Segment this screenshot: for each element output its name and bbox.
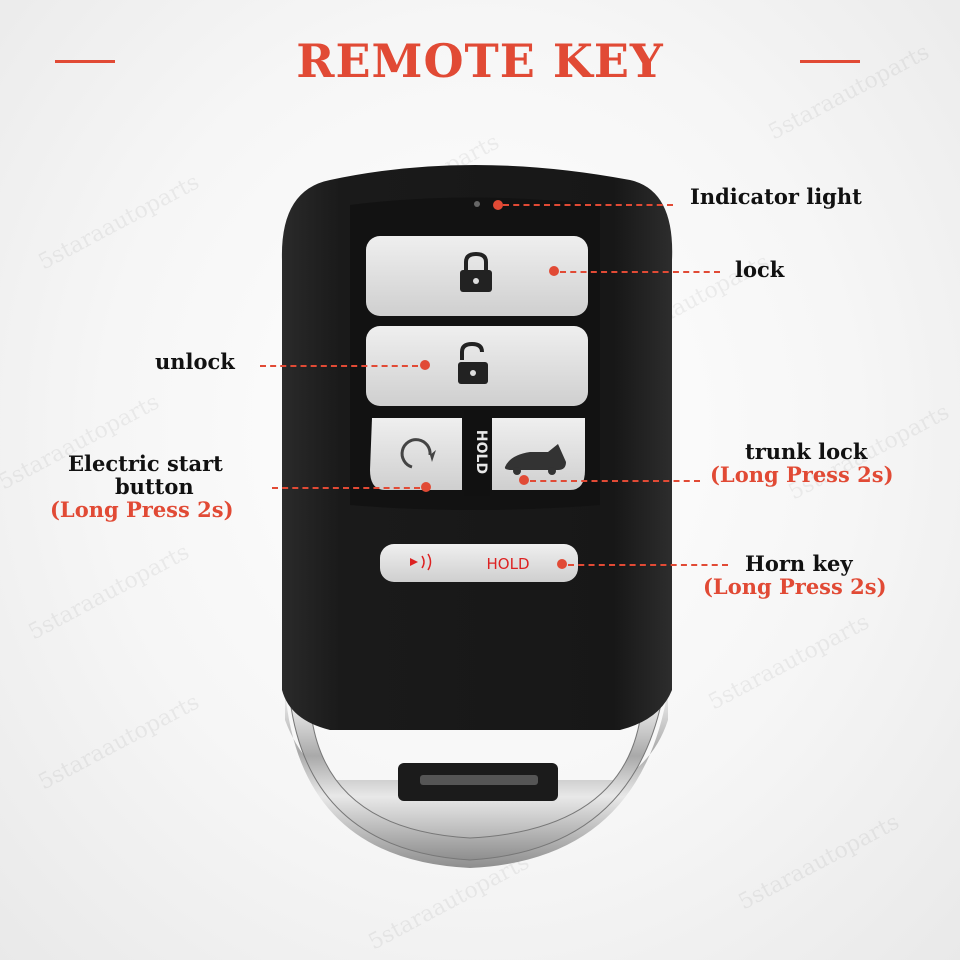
label-lock: lock — [735, 257, 785, 282]
unlock-icon — [458, 341, 488, 384]
lock-line — [560, 271, 720, 273]
unlock-line — [260, 365, 418, 367]
page-title: REMOTE KEY — [296, 34, 664, 88]
label-electric-start: Electric start — [68, 451, 223, 476]
label-horn-key: Horn key — [745, 551, 853, 576]
label-trunk-note: (Long Press 2s) — [710, 462, 894, 487]
title-rule-right — [800, 60, 860, 63]
horn-line — [568, 564, 728, 566]
label-trunk-lock: trunk lock — [745, 439, 868, 464]
indicator-dot — [493, 200, 503, 210]
start-dot — [421, 482, 431, 492]
horn-dot — [557, 559, 567, 569]
label-unlock: unlock — [155, 349, 235, 374]
trunk-dot — [519, 475, 529, 485]
trunk-icon — [504, 444, 566, 475]
lock-icon — [460, 251, 492, 292]
unlock-dot — [420, 360, 430, 370]
label-horn-note: (Long Press 2s) — [703, 574, 887, 599]
title-rule-left — [55, 60, 115, 63]
label-electric-start-note: (Long Press 2s) — [50, 497, 234, 522]
hold-vertical-text: HOLD — [473, 430, 489, 474]
indicator-line — [503, 204, 673, 206]
lock-dot — [549, 266, 559, 276]
label-indicator-light: Indicator light — [690, 184, 862, 209]
start-line — [272, 487, 420, 489]
remote-start-icon — [400, 438, 436, 469]
trunk-line — [530, 480, 700, 482]
hold-horizontal-text: HOLD — [487, 555, 530, 573]
horn-icon — [410, 553, 432, 571]
indicator-light — [474, 201, 480, 207]
label-electric-start-2: button — [115, 474, 194, 499]
